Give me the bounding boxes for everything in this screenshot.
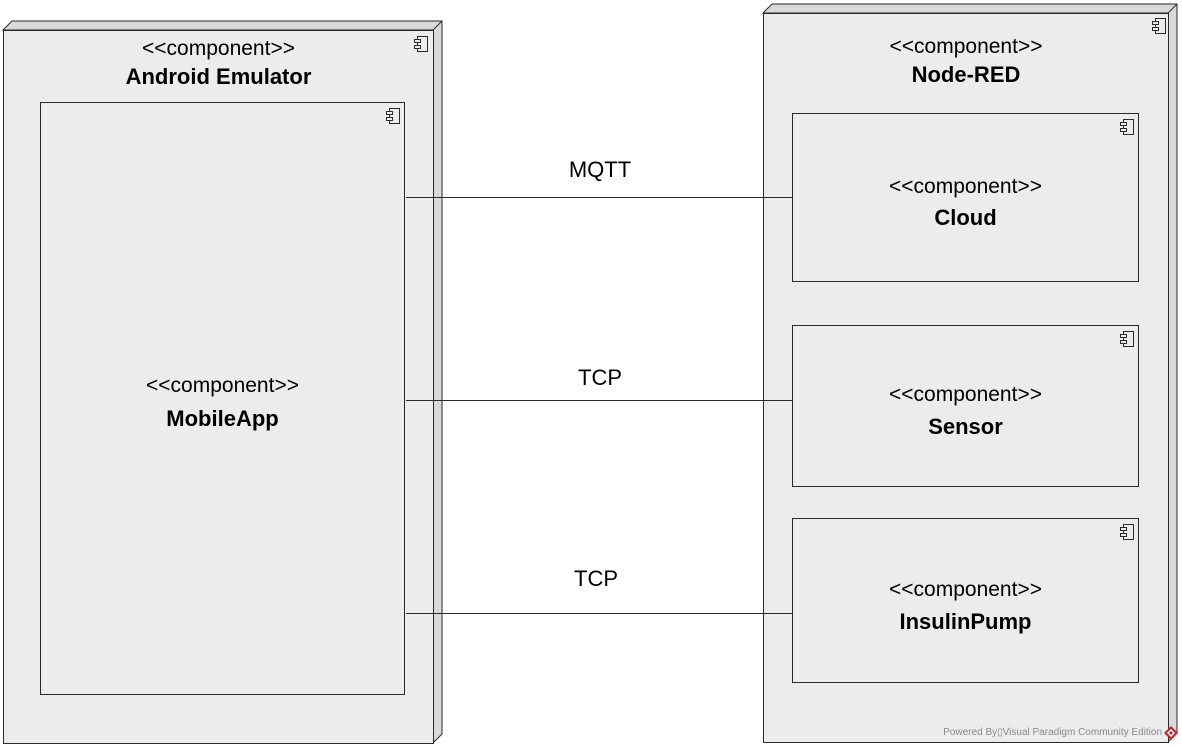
component-icon <box>414 36 428 52</box>
component-icon <box>1120 524 1134 540</box>
node-stereotype: <<component>> <box>889 35 1043 58</box>
component-stereotype: <<component>> <box>146 374 299 397</box>
connection-label-tcp-sensor: TCP <box>578 365 622 390</box>
component-stereotype: <<component>> <box>889 578 1042 601</box>
connection-label-mqtt: MQTT <box>568 157 632 182</box>
component-name: Cloud <box>934 205 997 230</box>
component-name: InsulinPump <box>899 609 1032 634</box>
node-name: Android Emulator <box>125 64 312 89</box>
mobileapp-component[interactable]: <<component>> MobileApp <box>40 102 405 695</box>
insulinpump-component[interactable]: <<component>> InsulinPump <box>792 518 1139 683</box>
node-stereotype: <<component>> <box>142 37 295 60</box>
component-icon <box>386 108 400 124</box>
component-name: MobileApp <box>166 406 279 431</box>
visual-paradigm-logo-icon <box>1164 726 1178 740</box>
component-icon <box>1152 18 1166 34</box>
component-stereotype: <<component>> <box>889 175 1042 198</box>
component-name: Sensor <box>928 414 1003 439</box>
connection-label-tcp-pump: TCP <box>574 566 618 591</box>
component-icon <box>1120 119 1134 135</box>
component-stereotype: <<component>> <box>889 383 1042 406</box>
sensor-component[interactable]: <<component>> Sensor <box>792 325 1139 487</box>
watermark-text: Powered By▯Visual Paradigm Community Edi… <box>943 727 1162 738</box>
component-icon <box>1120 331 1134 347</box>
cloud-component[interactable]: <<component>> Cloud <box>792 113 1139 282</box>
node-name: Node-RED <box>911 62 1021 87</box>
